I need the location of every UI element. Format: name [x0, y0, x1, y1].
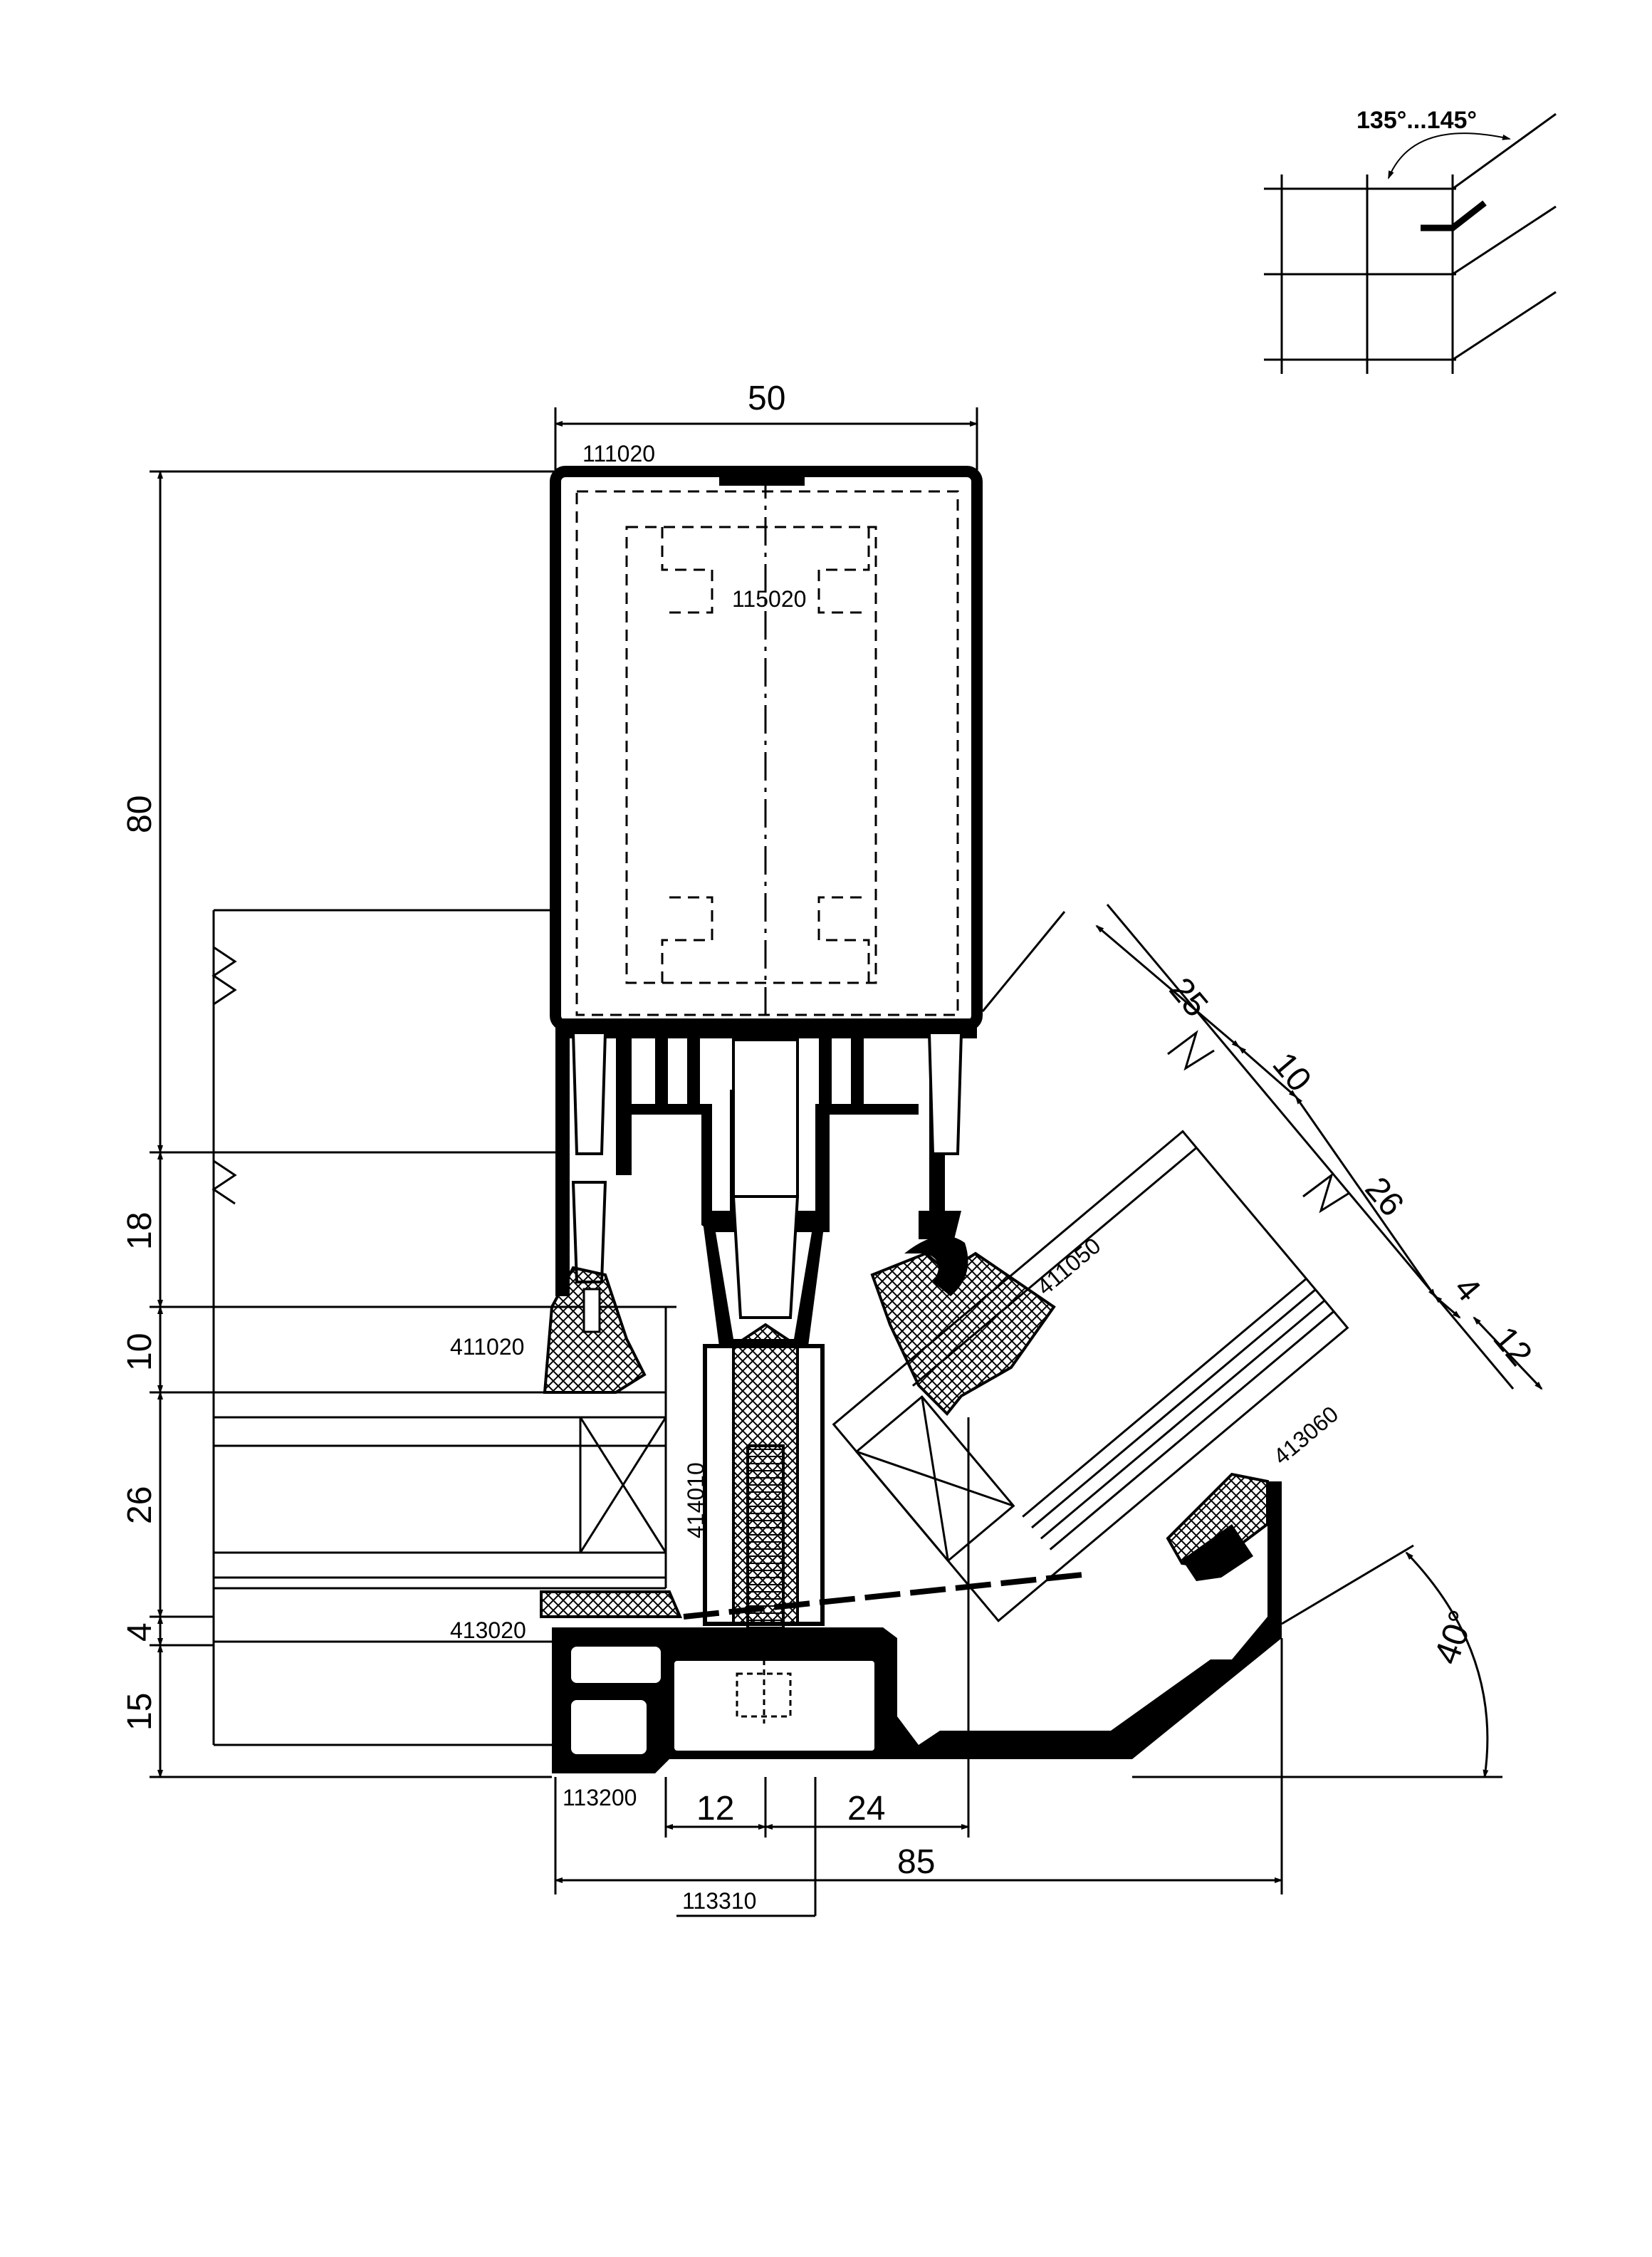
pressure-plate: [552, 1481, 1282, 1773]
dim-diag-26: 26: [1358, 1170, 1411, 1224]
dim-height-80: 80: [121, 796, 159, 833]
code-115020: 115020: [732, 586, 806, 612]
cover-plate-bolt: [736, 1659, 792, 1724]
dim-height-18: 18: [121, 1212, 159, 1250]
gasket-411050: [870, 1236, 1056, 1416]
corner-detail-sketch: [1264, 113, 1557, 374]
dim-diag-4: 4: [1447, 1270, 1488, 1309]
dimension-lines: [150, 407, 1543, 1917]
isolator-414010: [703, 1323, 825, 1640]
dim-bottom-24: 24: [847, 1790, 885, 1828]
code-411020: 411020: [450, 1334, 524, 1360]
dim-height-15: 15: [121, 1693, 159, 1731]
dim-bottom-12: 12: [696, 1790, 734, 1828]
code-111020: 111020: [582, 441, 655, 466]
dim-height-26: 26: [121, 1486, 159, 1524]
pressure-plate-chambers: [568, 1644, 877, 1757]
dim-height-4: 4: [121, 1622, 159, 1642]
dim-height-10: 10: [121, 1333, 159, 1371]
dim-bottom-85: 85: [897, 1843, 935, 1881]
dim-width-50: 50: [748, 380, 785, 417]
code-113310: 113310: [682, 1888, 756, 1914]
gasket-413020: [540, 1590, 683, 1618]
code-414010: 414010: [683, 1462, 709, 1538]
code-411050: 411050: [1032, 1233, 1105, 1300]
code-113200: 113200: [563, 1785, 637, 1810]
gasket-411020: [543, 1266, 647, 1394]
code-413060: 413060: [1268, 1401, 1343, 1469]
dim-diag-10: 10: [1265, 1046, 1319, 1099]
gasket-413060: [1166, 1472, 1269, 1581]
mullion-profile: [550, 466, 983, 1346]
code-413020: 413020: [450, 1617, 526, 1643]
detail-angle-label: 135°...145°: [1356, 107, 1477, 134]
slope-seal-line: [683, 1571, 1090, 1620]
